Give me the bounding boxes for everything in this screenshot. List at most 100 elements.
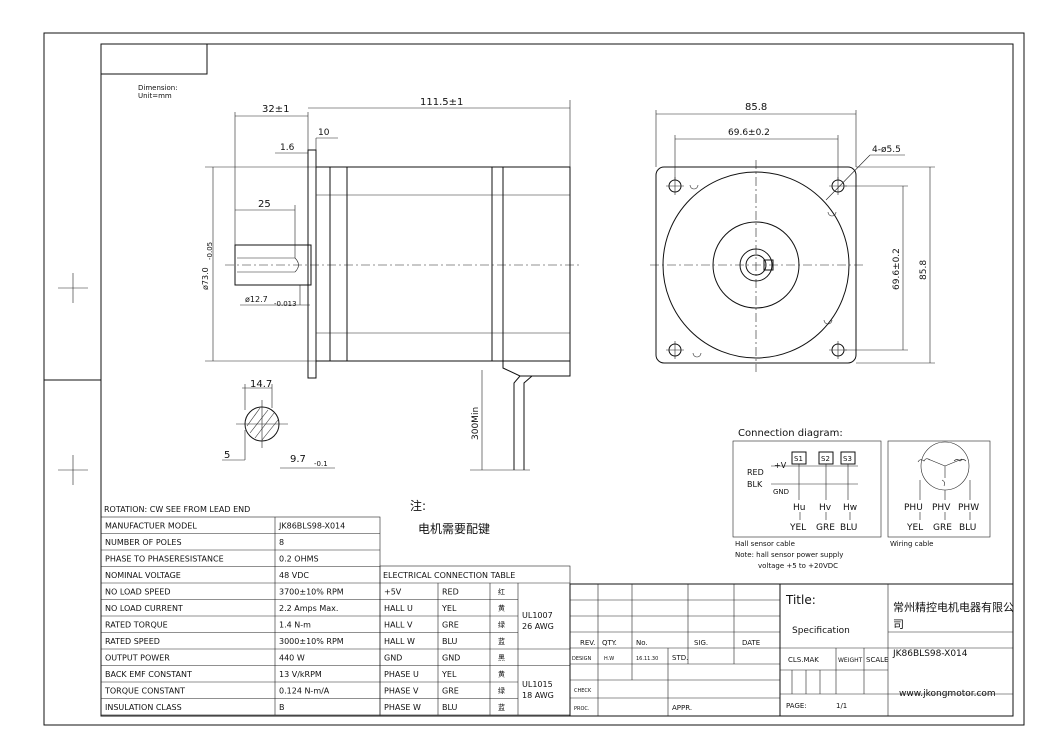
spec-value: JK86BLS98-X014 bbox=[278, 522, 345, 531]
elec-color-cn: 黄 bbox=[498, 670, 505, 679]
conn-note-1: Note: hall sensor power supply bbox=[735, 551, 843, 559]
elec-color-cn: 绿 bbox=[498, 620, 505, 629]
tb-check: CHECK bbox=[574, 688, 592, 694]
elec-color: YEL bbox=[441, 670, 457, 679]
dim-73-tol: -0.05 bbox=[206, 242, 214, 260]
hall-cable-label: Hall sensor cable bbox=[735, 540, 795, 548]
elec-color: GRE bbox=[442, 621, 459, 630]
conn-yel: YEL bbox=[789, 523, 806, 533]
tb-website: www.jkongmotor.com bbox=[899, 689, 996, 699]
elec-color: BLU bbox=[442, 637, 458, 646]
spec-value: 3700±10% RPM bbox=[279, 588, 344, 597]
dim-5: 5 bbox=[224, 450, 230, 461]
shaft-section bbox=[222, 384, 335, 469]
elec-signal: HALL W bbox=[384, 637, 415, 646]
spec-value: 440 W bbox=[279, 654, 305, 663]
spec-label: NO LOAD CURRENT bbox=[105, 604, 183, 613]
conn-blu2: BLU bbox=[959, 523, 976, 533]
conn-phw: PHW bbox=[958, 503, 979, 513]
dim-1-6: 1.6 bbox=[280, 143, 295, 153]
elec-color: GND bbox=[442, 654, 460, 663]
elec-color-cn: 黄 bbox=[498, 604, 505, 613]
spec-value: 0.124 N-m/A bbox=[279, 687, 330, 696]
conn-yel2: YEL bbox=[906, 523, 923, 533]
elec-signal: GND bbox=[384, 654, 402, 663]
dim-69-6-side: 69.6±0.2 bbox=[892, 248, 902, 290]
tb-appr: APPR. bbox=[672, 704, 692, 712]
dim-73: ø73.0 bbox=[201, 267, 210, 290]
dim-111-5: 111.5±1 bbox=[420, 97, 463, 108]
elec-color-cn: 红 bbox=[498, 587, 505, 596]
elec-color: RED bbox=[442, 588, 459, 597]
conn-blk: BLK bbox=[747, 480, 763, 489]
conn-hw: Hw bbox=[843, 503, 857, 513]
rotation-note: ROTATION: CW SEE FROM LEAD END bbox=[104, 505, 250, 514]
elec-color-cn: 黑 bbox=[498, 654, 505, 662]
spec-label: PHASE TO PHASERESISTANCE bbox=[105, 555, 224, 564]
tb-weight: WEIGHT bbox=[838, 657, 863, 664]
cable1-type: UL1007 bbox=[522, 611, 553, 620]
spec-label: NO LOAD SPEED bbox=[105, 588, 171, 597]
conn-hu: Hu bbox=[793, 503, 805, 513]
spec-value: 1.4 N-m bbox=[279, 621, 311, 630]
elec-color-cn: 蓝 bbox=[498, 637, 505, 646]
note-text: 电机需要配键 bbox=[418, 522, 490, 536]
wiring-cable-label: Wiring cable bbox=[890, 540, 933, 548]
tb-qty: QTY. bbox=[602, 639, 617, 647]
dim-85-8-side: 85.8 bbox=[919, 260, 929, 280]
dim-32: 32±1 bbox=[262, 104, 289, 115]
connection-diagram bbox=[732, 440, 991, 538]
conn-plus-v: +V bbox=[774, 461, 787, 470]
spec-value: 13 V/kRPM bbox=[279, 670, 322, 679]
elec-signal: PHASE U bbox=[384, 670, 419, 679]
corner-box bbox=[100, 43, 208, 75]
spec-label: OUTPUT POWER bbox=[105, 654, 170, 663]
tb-page-value: 1/1 bbox=[836, 702, 847, 710]
motor-front-view bbox=[650, 110, 935, 372]
conn-gre: GRE bbox=[816, 523, 835, 533]
outer-frame bbox=[43, 32, 1025, 726]
tb-scale: SCALE bbox=[866, 656, 888, 664]
cable2-awg: 18 AWG bbox=[522, 691, 554, 700]
conn-gre2: GRE bbox=[933, 523, 952, 533]
dim-holes: 4-ø5.5 bbox=[872, 145, 901, 155]
tb-date-val: 16.11.30 bbox=[636, 656, 658, 662]
spec-value: 2.2 Amps Max. bbox=[279, 604, 338, 613]
dim-69-6-top: 69.6±0.2 bbox=[728, 128, 770, 138]
dim-12-7: ø12.7 bbox=[245, 295, 268, 304]
conn-hv: Hv bbox=[819, 503, 832, 513]
conn-gnd: GND bbox=[773, 488, 789, 496]
elec-signal: HALL V bbox=[384, 621, 413, 630]
conn-phu: PHU bbox=[904, 503, 923, 513]
sensor-s2: S2 bbox=[821, 455, 830, 463]
elec-color-cn: 蓝 bbox=[498, 703, 505, 712]
conn-note-2: voltage +5 to +20VDC bbox=[758, 562, 838, 570]
spec-label: RATED SPEED bbox=[105, 637, 160, 646]
tb-model: JK86BLS98-X014 bbox=[892, 649, 968, 659]
elec-table-title: ELECTRICAL CONNECTION TABLE bbox=[383, 571, 515, 580]
dim-300-min: 300Min bbox=[471, 407, 481, 440]
tb-date: DATE bbox=[742, 639, 760, 647]
conn-red: RED bbox=[747, 468, 764, 477]
tb-company-line1: 常州精控电机电器有限公 bbox=[893, 600, 1014, 614]
tb-sig: SIG. bbox=[694, 639, 708, 647]
dim-9-7: 9.7 bbox=[290, 454, 306, 465]
elec-color: YEL bbox=[441, 604, 457, 613]
elec-signal: HALL U bbox=[384, 604, 413, 613]
tb-proc: PROC. bbox=[574, 706, 590, 712]
dim-85-8-top: 85.8 bbox=[745, 102, 767, 113]
tb-cls-mak: CLS.MAK bbox=[788, 656, 819, 664]
spec-value: 8 bbox=[279, 538, 284, 547]
elec-color-cn: 绿 bbox=[498, 686, 505, 695]
dim-10: 10 bbox=[318, 128, 330, 138]
tb-company-line2: 司 bbox=[893, 618, 904, 631]
spec-label: NOMINAL VOLTAGE bbox=[105, 571, 181, 580]
spec-label: INSULATION CLASS bbox=[105, 703, 182, 712]
tb-rev: REV. bbox=[580, 639, 595, 647]
elec-signal: PHASE W bbox=[384, 703, 421, 712]
spec-value: 48 VDC bbox=[279, 571, 309, 580]
motor-side-view bbox=[205, 100, 580, 471]
conn-diagram-title: Connection diagram: bbox=[738, 428, 843, 439]
